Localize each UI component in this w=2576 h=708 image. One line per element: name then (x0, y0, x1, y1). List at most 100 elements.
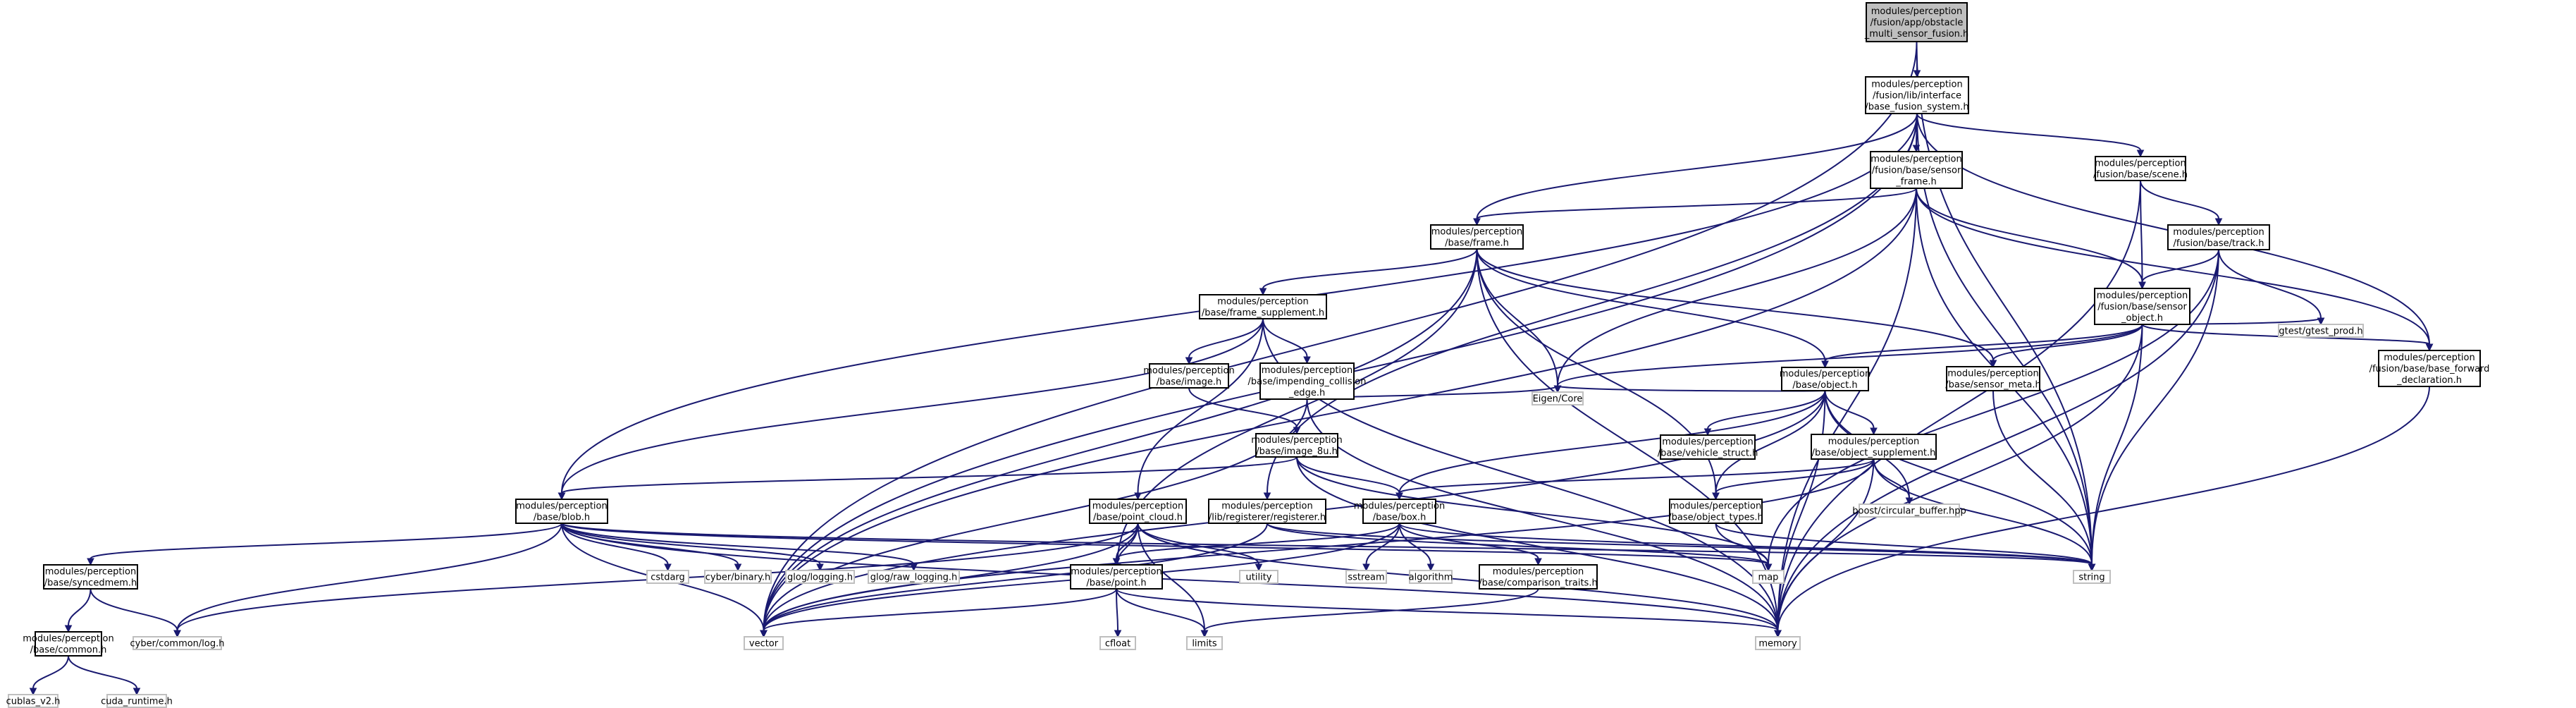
node-label-line: /base/image.h (1157, 377, 1222, 387)
node-registerer[interactable]: modules/perception/lib/registerer/regist… (1208, 499, 1326, 524)
node-label-line: modules/perception (1431, 226, 1522, 237)
node-sensor_object[interactable]: modules/perception/fusion/base/sensor_ob… (2094, 288, 2190, 325)
node-box-vector (744, 636, 784, 650)
node-label-line: /base/object_types.h (1668, 512, 1763, 523)
node-frame_supplement[interactable]: modules/perception/base/frame_supplement… (1199, 294, 1327, 319)
arrowhead-sensor_object-to-gtest (2317, 317, 2325, 326)
node-box-gtest (2278, 324, 2364, 338)
node-label-line: modules/perception (1670, 501, 1761, 511)
node-point[interactable]: modules/perception/base/point.h (1070, 564, 1163, 590)
edge-blob-to-glog_logging (561, 523, 821, 565)
edge-scene-to-track (2140, 180, 2219, 219)
edge-image_8u-to-box (1296, 456, 1400, 494)
edge-object-to-box (1398, 390, 1826, 494)
node-label-line: glog/logging.h (787, 572, 853, 582)
arrowhead-scene-to-track (2214, 218, 2223, 226)
arrowhead-common-to-cublas (29, 688, 37, 696)
edge-scene-to-sensor_object (2140, 180, 2143, 283)
node-label-line: _edge.h (1288, 388, 1325, 398)
edge-blob-to-map (561, 523, 1769, 565)
arrowhead-point-to-memory (1774, 630, 1782, 638)
arrowhead-object_supplement-to-box (1395, 492, 1403, 501)
edge-box-to-point (1116, 523, 1400, 559)
edge-bfs-to-string (1916, 113, 2093, 565)
node-box-string (2073, 570, 2111, 584)
node-box-common (35, 631, 102, 657)
arrowhead-box-to-comparison_traits (1534, 558, 1542, 566)
edge-scene-to-memory (1777, 180, 2141, 631)
edge-image_8u-to-blob (561, 456, 1298, 494)
node-bfs[interactable]: modules/perception/fusion/lib/interface/… (1865, 76, 1969, 114)
node-frame[interactable]: modules/perception/base/frame.h (1430, 224, 1524, 250)
node-sensor_meta[interactable]: modules/perception/base/sensor_meta.h (1945, 366, 2041, 391)
node-impending[interactable]: modules/perception/base/impending_collis… (1248, 362, 1367, 400)
node-label-line: Eigen/Core (1533, 393, 1583, 404)
arrowhead-point_cloud-to-utility (1255, 563, 1263, 572)
node-label-line: /base/point.h (1086, 578, 1146, 588)
edge-blob-to-cstdarg (561, 523, 669, 565)
node-comparison_traits[interactable]: modules/perception/base/comparison_trait… (1479, 564, 1598, 590)
node-object_types[interactable]: modules/perception/base/object_types.h (1668, 499, 1763, 524)
node-boost_cb: boost/circular_buffer.hpp (1852, 503, 1966, 518)
edge-track-to-map (1768, 249, 2219, 565)
edge-image-to-image_8u (1188, 387, 1298, 428)
node-cfloat: cfloat (1099, 636, 1136, 650)
node-label-line: cublas_v2.h (6, 696, 61, 707)
node-root[interactable]: modules/perception/fusion/app/obstacle_m… (1864, 2, 1969, 42)
edge-frame_supplement-to-point_cloud (1137, 318, 1264, 494)
edge-blob-to-string (561, 523, 2093, 565)
edge-root-to-string (1916, 41, 2093, 565)
arrowhead-box-to-point (1112, 558, 1121, 566)
node-object[interactable]: modules/perception/base/object.h (1780, 367, 1871, 391)
node-vehicle_struct[interactable]: modules/perception/base/vehicle_struct.h (1658, 434, 1758, 460)
node-sstream: sstream (1345, 570, 1387, 584)
arrowhead-frame_supplement-to-image (1185, 357, 1193, 365)
node-point_cloud[interactable]: modules/perception/base/point_cloud.h (1089, 499, 1187, 524)
node-image_8u[interactable]: modules/perception/base/image_8u.h (1251, 433, 1343, 458)
node-label-line: _declaration.h (2396, 375, 2462, 386)
edge-bfs-to-frame (1476, 113, 1918, 219)
node-box-cfloat (1099, 636, 1136, 650)
edge-box-to-string (1398, 523, 2093, 565)
node-memory: memory (1755, 636, 1801, 650)
node-label-line: sstream (1348, 572, 1384, 582)
edge-point-to-vector (763, 588, 1117, 631)
node-label-line: /base/vehicle_struct.h (1658, 448, 1758, 458)
node-blob[interactable]: modules/perception/base/blob.h (515, 499, 608, 524)
node-label-line: modules/perception (1071, 566, 1161, 577)
edge-object_supplement-to-box (1398, 458, 1875, 494)
arrowhead-common-to-cuda_runtime (133, 688, 141, 696)
node-label-line: /base/point_cloud.h (1093, 512, 1183, 523)
edge-point_cloud-to-memory (1137, 523, 1779, 631)
node-label-line: boost/circular_buffer.hpp (1852, 506, 1966, 516)
arrowhead-object-to-eigen_core (1553, 385, 1562, 393)
edge-box-to-sstream (1365, 523, 1400, 565)
node-label-line: gtest/gtest_prod.h (2279, 326, 2362, 336)
node-sensor_frame[interactable]: modules/perception/fusion/base/sensor_fr… (1870, 151, 1963, 189)
node-label-line: modules/perception (1871, 154, 1961, 164)
edge-sensor_frame-to-vector (763, 188, 1917, 631)
node-track[interactable]: modules/perception/fusion/base/track.h (2167, 224, 2270, 250)
edge-sensor_object-to-object (1824, 324, 2143, 362)
node-box[interactable]: modules/perception/base/box.h (1354, 499, 1445, 524)
node-box-limits (1186, 636, 1223, 650)
node-object_supplement[interactable]: modules/perception/base/object_supplemen… (1811, 434, 1937, 460)
edge-object_supplement-to-object_types (1715, 458, 1875, 494)
node-common[interactable]: modules/perception/base/common.h (23, 631, 114, 657)
edge-point_cloud-to-limits (1137, 523, 1205, 631)
edge-point-to-memory (1116, 588, 1779, 631)
edge-track-to-sensor_object (2141, 249, 2219, 283)
edge-frame-to-object (1476, 248, 1826, 362)
node-image[interactable]: modules/perception/base/image.h (1143, 363, 1235, 389)
node-label-line: modules/perception (1354, 501, 1445, 511)
node-scene[interactable]: modules/perception/fusion/base/scene.h (2093, 156, 2188, 181)
edge-box-to-comparison_traits (1398, 523, 1539, 559)
node-syncedmem[interactable]: modules/perception/base/syncedmem.h (43, 564, 138, 590)
node-forward_decl[interactable]: modules/perception/fusion/base/base_forw… (2369, 350, 2490, 387)
node-label-line: /fusion/base/track.h (2174, 238, 2264, 249)
node-glog_logging: glog/logging.h (785, 570, 855, 584)
node-label-line: modules/perception (1871, 6, 1962, 17)
node-box-cstdarg (646, 570, 689, 584)
node-label-line: /base/impending_collision (1248, 377, 1367, 387)
node-cstdarg: cstdarg (646, 570, 689, 584)
